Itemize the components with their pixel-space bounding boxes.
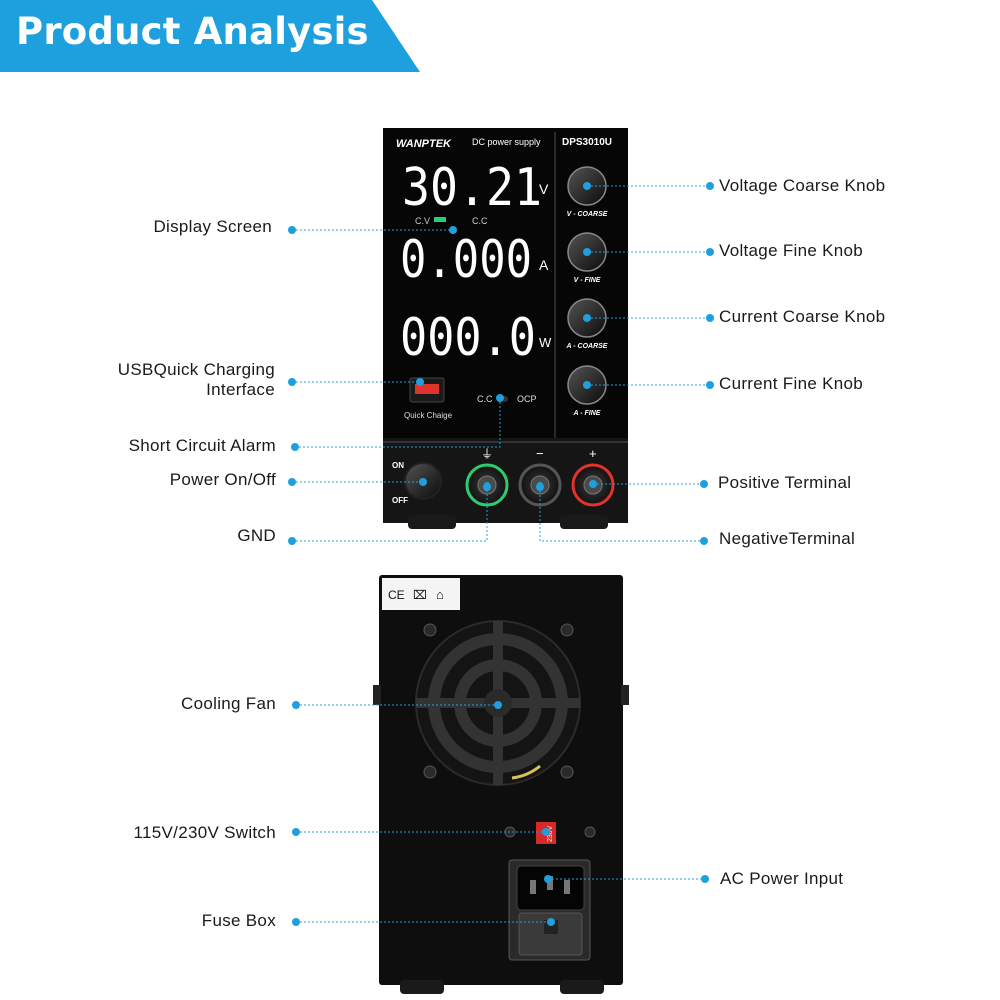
device-subtitle: DC power supply bbox=[472, 137, 541, 147]
current-readout: 0.000 bbox=[400, 230, 532, 290]
knob-label: A - COARSE bbox=[566, 343, 608, 350]
usb-label: Quick Chaige bbox=[404, 411, 453, 420]
label-usb-line2: Interface bbox=[206, 380, 275, 399]
label-voltage-fine-knob: Voltage Fine Knob bbox=[719, 241, 864, 260]
ce-mark: CE bbox=[388, 588, 405, 602]
screw bbox=[560, 765, 574, 779]
model-label: DPS3010U bbox=[562, 137, 612, 148]
power-readout: 000.0 bbox=[400, 308, 536, 368]
label-power-on-off: Power On/Off bbox=[169, 470, 276, 489]
label-positive-terminal: Positive Terminal bbox=[718, 473, 852, 492]
label-current-coarse-knob: Current Coarse Knob bbox=[719, 307, 886, 326]
label-usb-interface: USBQuick Charging Interface bbox=[118, 360, 275, 400]
cv-indicator-label: C.V bbox=[415, 216, 430, 226]
voltage-readout: 30.21 bbox=[402, 158, 542, 218]
label-cooling-fan: Cooling Fan bbox=[181, 694, 276, 713]
indoor-mark: ⌂ bbox=[436, 587, 444, 602]
knob-label: V - FINE bbox=[574, 277, 601, 284]
voltage-unit: V bbox=[539, 181, 549, 197]
negative-symbol: − bbox=[536, 446, 544, 461]
usb-port[interactable] bbox=[415, 384, 439, 394]
brand-logo: WANPTEK bbox=[396, 138, 452, 150]
page-title: Product Analysis bbox=[16, 10, 369, 53]
label-current-fine-knob: Current Fine Knob bbox=[719, 374, 864, 393]
label-fuse-box: Fuse Box bbox=[201, 911, 276, 930]
cc-indicator-label: C.C bbox=[472, 216, 488, 226]
label-usb-line1: USBQuick Charging bbox=[117, 360, 275, 379]
screw bbox=[560, 623, 574, 637]
cv-indicator-led bbox=[434, 217, 446, 222]
cc-bottom-label: C.C bbox=[477, 394, 493, 404]
weee-mark: ⌧ bbox=[413, 588, 427, 602]
current-unit: A bbox=[539, 257, 549, 273]
callout-dot bbox=[288, 226, 296, 234]
label-short-circuit-alarm: Short Circuit Alarm bbox=[128, 436, 276, 455]
screw bbox=[423, 765, 437, 779]
label-display-screen: Display Screen bbox=[153, 217, 272, 236]
label-voltage-coarse-knob: Voltage Coarse Knob bbox=[719, 176, 886, 195]
ocp-label: OCP bbox=[517, 394, 537, 404]
power-on-label: ON bbox=[392, 461, 404, 470]
gnd-symbol: ⏚ bbox=[481, 447, 493, 461]
label-gnd: GND bbox=[237, 526, 276, 545]
display-screen: 30.21 V C.V C.C 0.000 A 000.0 W bbox=[400, 158, 552, 368]
positive-symbol: + bbox=[589, 446, 597, 461]
power-off-label: OFF bbox=[392, 496, 408, 505]
label-ac-power-input: AC Power Input bbox=[720, 869, 844, 888]
knob-label: A - FINE bbox=[573, 410, 601, 417]
label-voltage-switch: 115V/230V Switch bbox=[133, 823, 276, 842]
power-unit: W bbox=[539, 335, 552, 350]
cert-sticker bbox=[382, 578, 460, 610]
banner-shape bbox=[0, 0, 420, 72]
header-banner: Product Analysis bbox=[0, 0, 420, 72]
label-negative-terminal: NegativeTerminal bbox=[719, 529, 856, 548]
screw bbox=[584, 826, 596, 838]
screw bbox=[423, 623, 437, 637]
voltage-switch-text: 230V bbox=[547, 825, 554, 842]
knob-label: V - COARSE bbox=[567, 211, 608, 218]
